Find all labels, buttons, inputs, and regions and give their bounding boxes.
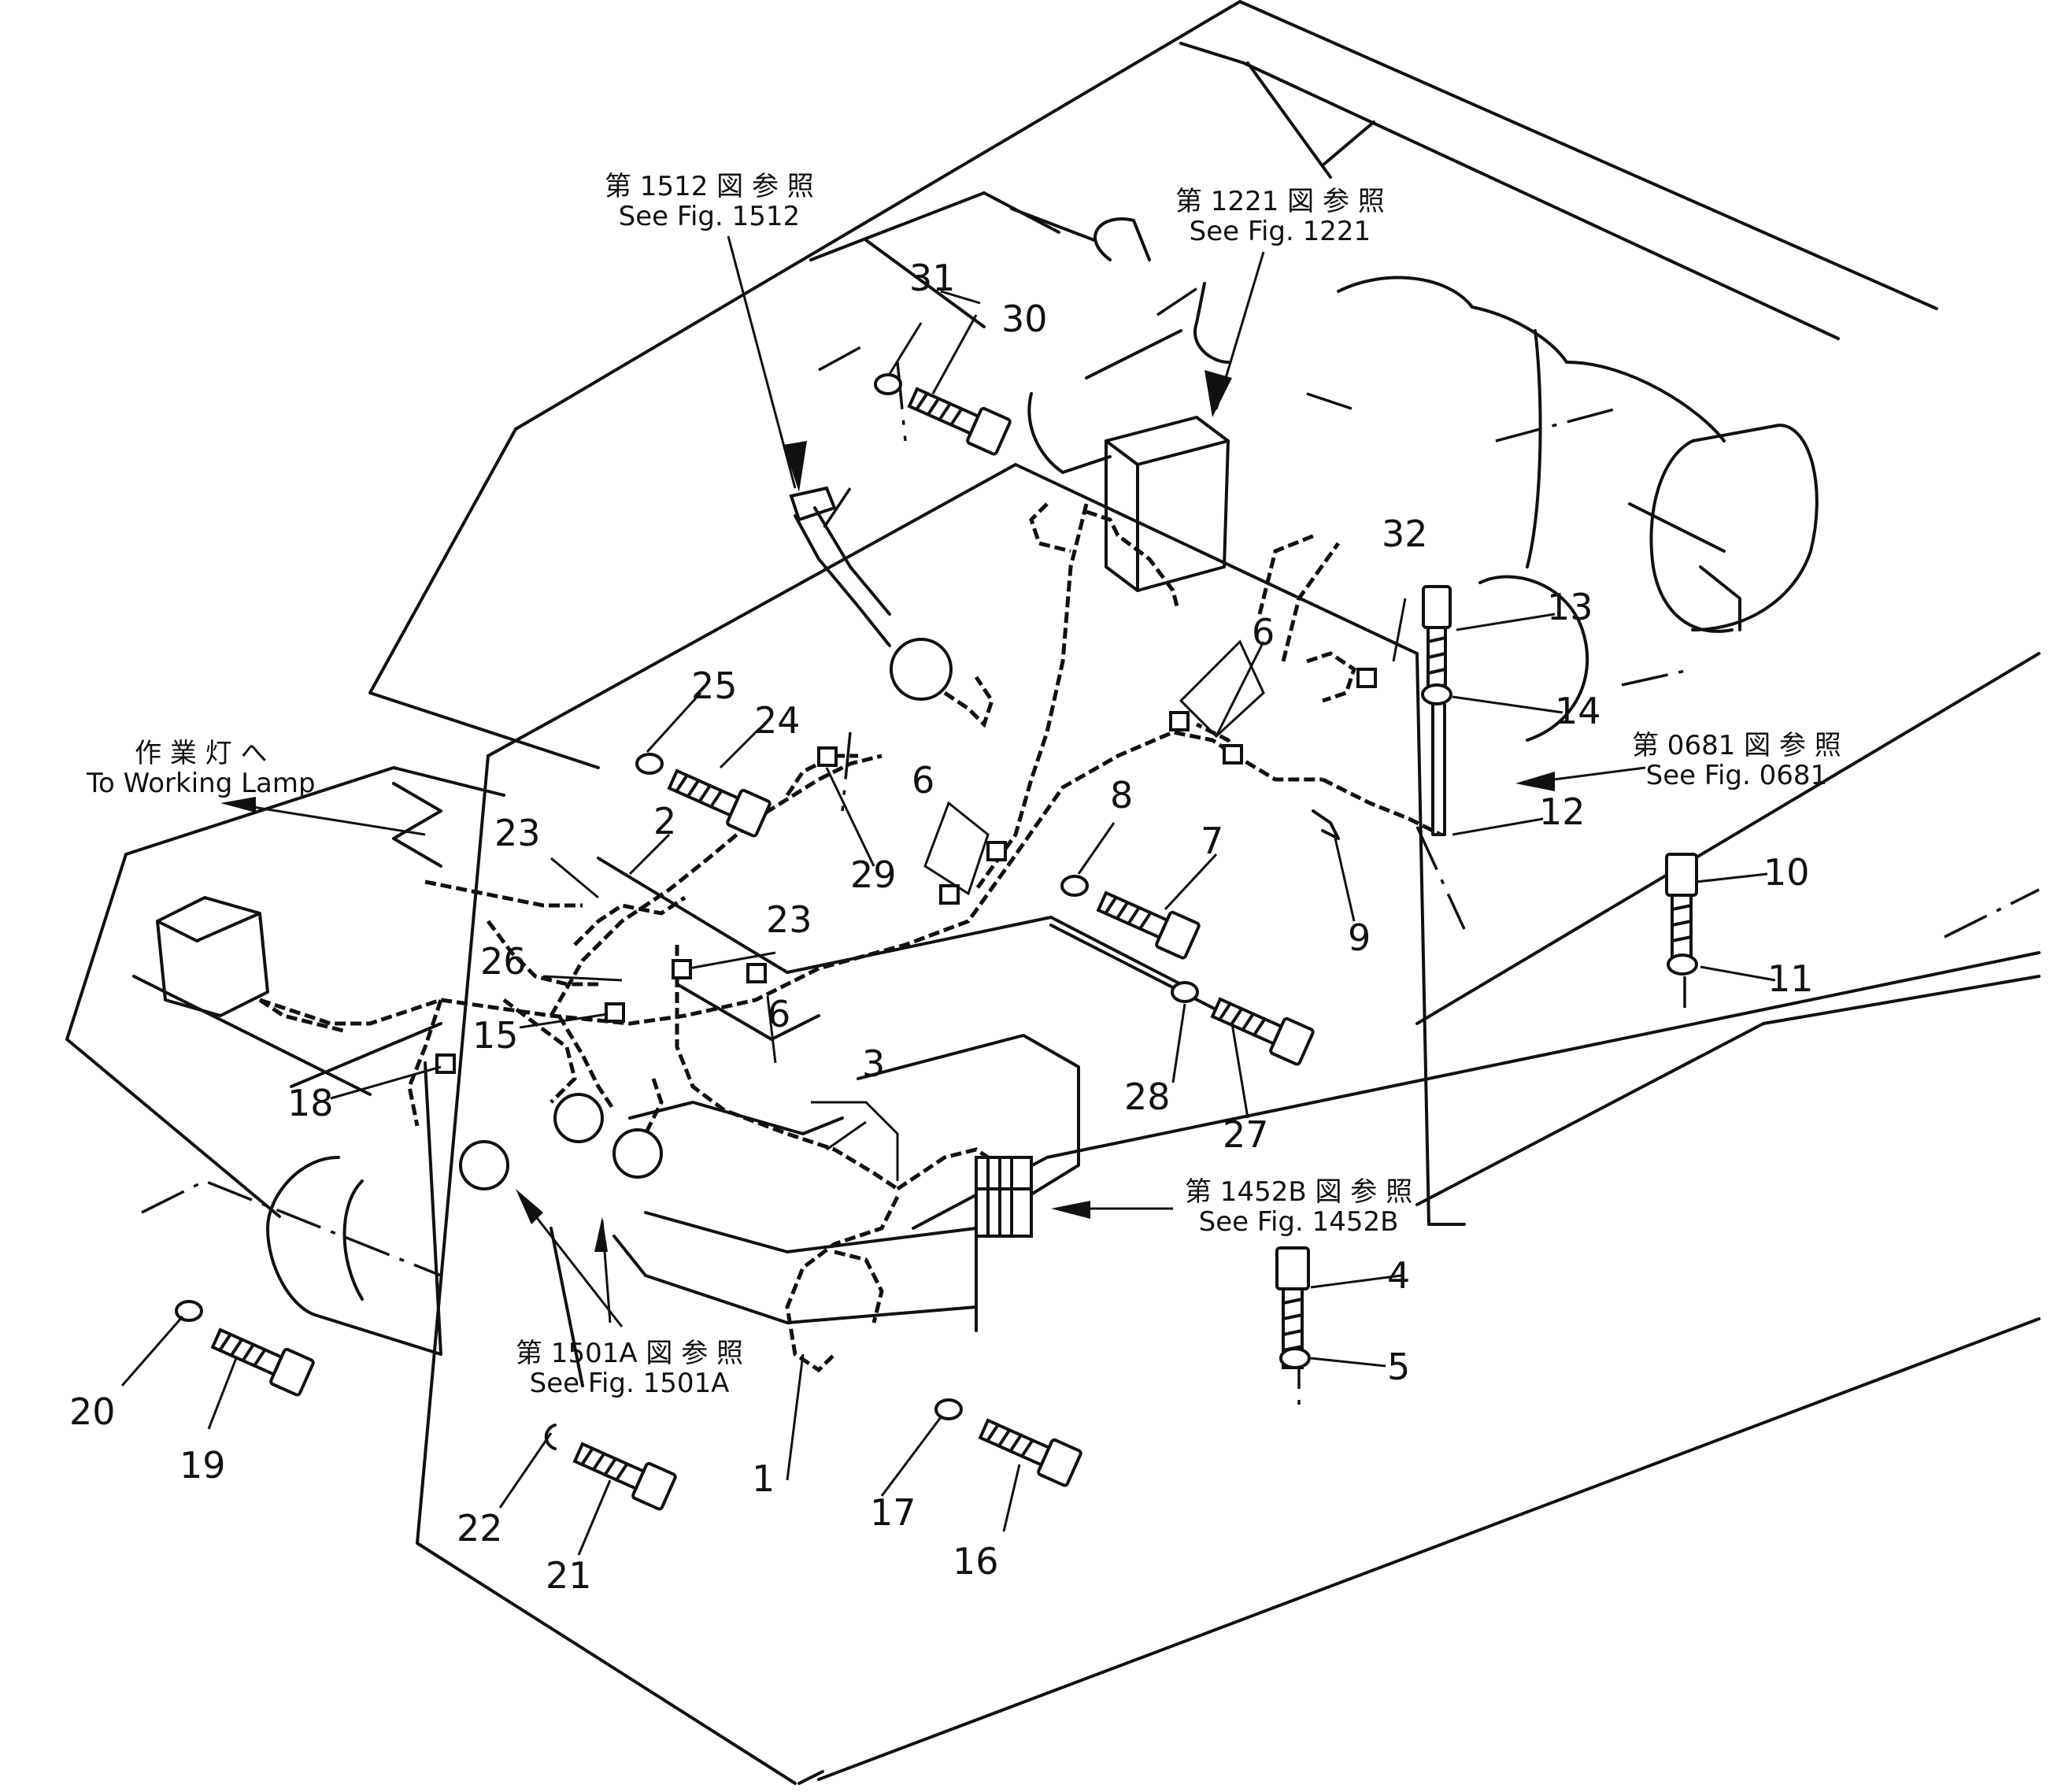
terminal-block: [975, 1156, 1033, 1238]
clamp-23: [672, 959, 692, 979]
clamp-15: [605, 1002, 625, 1023]
ref-working-lamp-jp: 作 業 灯 へ: [135, 738, 268, 769]
bolt-10: [1665, 853, 1698, 968]
machine-body-outline: [65, 0, 2041, 1785]
ref-fig-1452b-jp: 第 1452B 図 参 照: [1185, 1176, 1413, 1208]
rod-12: [1431, 703, 1446, 836]
washer-17: [934, 1398, 963, 1420]
callout-1: 1: [752, 1457, 775, 1500]
bolt-24: [667, 768, 772, 838]
callout-12: 12: [1539, 790, 1586, 833]
washer-5: [1279, 1347, 1311, 1369]
ref-fig-1452b: 第 1452B 図 参 照 See Fig. 1452B: [1185, 1177, 1412, 1237]
callout-3: 3: [862, 1042, 886, 1085]
callout-27: 27: [1223, 1113, 1269, 1156]
bolt-7: [1096, 890, 1201, 960]
bolt-19: [210, 1327, 315, 1397]
callout-8: 8: [1110, 774, 1134, 816]
callout-13: 13: [1547, 586, 1593, 628]
clamp-6d: [986, 841, 1007, 861]
callout-19: 19: [179, 1444, 226, 1487]
ref-fig-1501a-jp: 第 1501A 図 参 照: [516, 1338, 744, 1369]
ref-fig-1501a: 第 1501A 図 参 照 See Fig. 1501A: [516, 1338, 743, 1398]
lamp-left: [459, 1140, 509, 1190]
bolt-21: [572, 1442, 677, 1511]
clamp-6a: [1169, 711, 1190, 731]
callout-30: 30: [1001, 298, 1048, 340]
callout-21: 21: [546, 1554, 592, 1597]
callout-2: 2: [653, 800, 677, 842]
callout-31: 31: [909, 257, 956, 299]
callout-20: 20: [69, 1390, 116, 1433]
ref-working-lamp: 作 業 灯 へ To Working Lamp: [87, 739, 316, 798]
callout-25: 25: [691, 665, 738, 707]
bolt-13: [1422, 585, 1452, 700]
bolt-27: [1210, 997, 1315, 1066]
callout-32: 32: [1382, 513, 1428, 555]
washer-8: [1060, 875, 1089, 897]
callout-11: 11: [1767, 957, 1814, 1000]
callout-24: 24: [754, 699, 801, 742]
horn-left: [553, 1093, 604, 1143]
ref-fig-1221-jp: 第 1221 図 参 照: [1175, 186, 1385, 217]
washer-14: [1421, 683, 1452, 705]
ref-fig-1512-en: See Fig. 1512: [618, 201, 801, 233]
washer-11: [1667, 953, 1698, 976]
ref-fig-0681-jp: 第 0681 図 参 照: [1632, 730, 1841, 761]
clamp-18: [435, 1053, 456, 1074]
callout-6-mid: 6: [912, 759, 935, 802]
callout-7: 7: [1201, 820, 1224, 862]
ref-fig-0681-en: See Fig. 0681: [1645, 760, 1828, 792]
ref-fig-1221: 第 1221 図 参 照 See Fig. 1221: [1175, 187, 1385, 246]
callout-5: 5: [1387, 1346, 1411, 1388]
ref-fig-1512: 第 1512 図 参 照 See Fig. 1512: [605, 172, 814, 231]
parts: [175, 373, 1698, 1511]
callout-26: 26: [480, 940, 527, 983]
ref-fig-1452b-en: See Fig. 1452B: [1198, 1206, 1399, 1238]
callout-10: 10: [1763, 851, 1810, 894]
clamp-6c: [939, 884, 960, 905]
callout-22: 22: [457, 1507, 503, 1549]
horn-upper: [890, 638, 953, 701]
bolt-30: [907, 387, 1012, 456]
ref-fig-1501a-en: See Fig. 1501A: [529, 1368, 730, 1400]
leader-lines: [120, 235, 1776, 1556]
bolt-16: [978, 1418, 1082, 1487]
horn-middle: [612, 1128, 663, 1179]
callout-28: 28: [1124, 1076, 1171, 1118]
callout-17: 17: [870, 1491, 916, 1534]
ref-fig-1512-jp: 第 1512 図 参 照: [605, 171, 814, 202]
callout-18: 18: [287, 1082, 334, 1124]
callout-16: 16: [953, 1540, 999, 1583]
callout-9: 9: [1348, 916, 1371, 959]
pipe-1512: [789, 486, 837, 522]
callout-14: 14: [1555, 690, 1601, 732]
clamp-6b: [1223, 744, 1243, 765]
clip-22: [544, 1424, 557, 1450]
callout-4: 4: [1387, 1254, 1411, 1297]
wiring-harness: [258, 502, 1442, 1373]
clip-9: [1312, 809, 1340, 840]
callout-23-mid: 23: [766, 898, 812, 941]
washer-28: [1171, 981, 1199, 1003]
callout-15: 15: [472, 1014, 519, 1057]
callout-23-left: 23: [494, 812, 541, 854]
ref-fig-0681: 第 0681 図 参 照 See Fig. 0681: [1632, 731, 1841, 790]
callout-6-top: 6: [1252, 611, 1275, 653]
washer-25: [635, 753, 664, 775]
washer-20: [175, 1300, 203, 1322]
callout-6-low: 6: [768, 993, 791, 1035]
ref-working-lamp-en: To Working Lamp: [87, 768, 316, 800]
ref-fig-1221-en: See Fig. 1221: [1189, 216, 1371, 248]
washer-31: [874, 373, 902, 395]
clamp-32: [1356, 668, 1377, 688]
callout-29: 29: [850, 853, 897, 896]
clamp-29: [817, 746, 838, 767]
clamp-6e: [746, 963, 767, 983]
